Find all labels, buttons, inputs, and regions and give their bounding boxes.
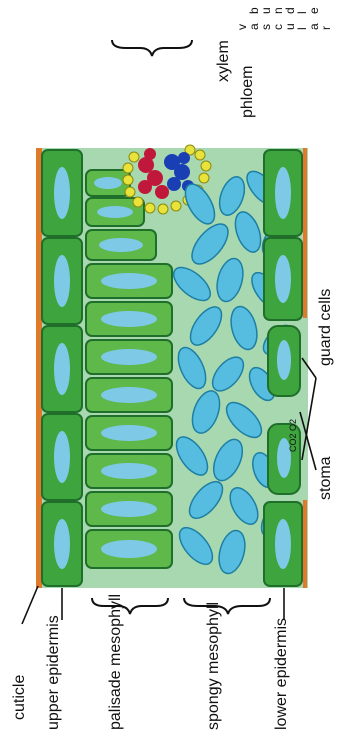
epidermis-nucleus — [54, 167, 70, 219]
label-stoma: stoma — [317, 456, 334, 500]
label-upper-epidermis: upper epidermis — [45, 615, 62, 730]
epidermis-nucleus — [54, 431, 70, 483]
label-gas-exchange: CO2 O2 — [288, 419, 298, 452]
lower-cuticle-segment — [303, 148, 307, 318]
label-xylem: xylem — [215, 40, 232, 82]
palisade-brace — [92, 598, 168, 614]
cuticle-leader — [22, 586, 38, 624]
vascular-bundle-letter: r — [319, 26, 333, 30]
lower-epidermis-cells — [264, 150, 302, 586]
label-palisade-mesophyll: palisade mesophyll — [107, 594, 124, 730]
vascular-bundle-letter: e — [307, 7, 321, 14]
guard-cell-nucleus — [277, 340, 291, 380]
epidermis-nucleus — [54, 255, 70, 307]
vascular-bundle-brace — [112, 40, 192, 56]
label-cuticle: cuticle — [11, 675, 28, 720]
epidermis-nucleus — [275, 519, 291, 569]
label-phloem: phloem — [239, 66, 256, 118]
epidermis-nucleus — [54, 343, 70, 395]
epidermis-nucleus — [54, 519, 70, 569]
label-lower-epidermis: lower epidermis — [273, 618, 290, 730]
label-spongy-mesophyll: spongy mesophyll — [205, 602, 222, 730]
upper-epidermis-cells — [42, 150, 82, 586]
lower-cuticle-segment — [303, 500, 307, 588]
label-guard-cells: guard cells — [317, 289, 334, 366]
epidermis-nucleus — [275, 167, 291, 219]
spongy-brace — [184, 598, 270, 614]
epidermis-nucleus — [275, 255, 291, 303]
